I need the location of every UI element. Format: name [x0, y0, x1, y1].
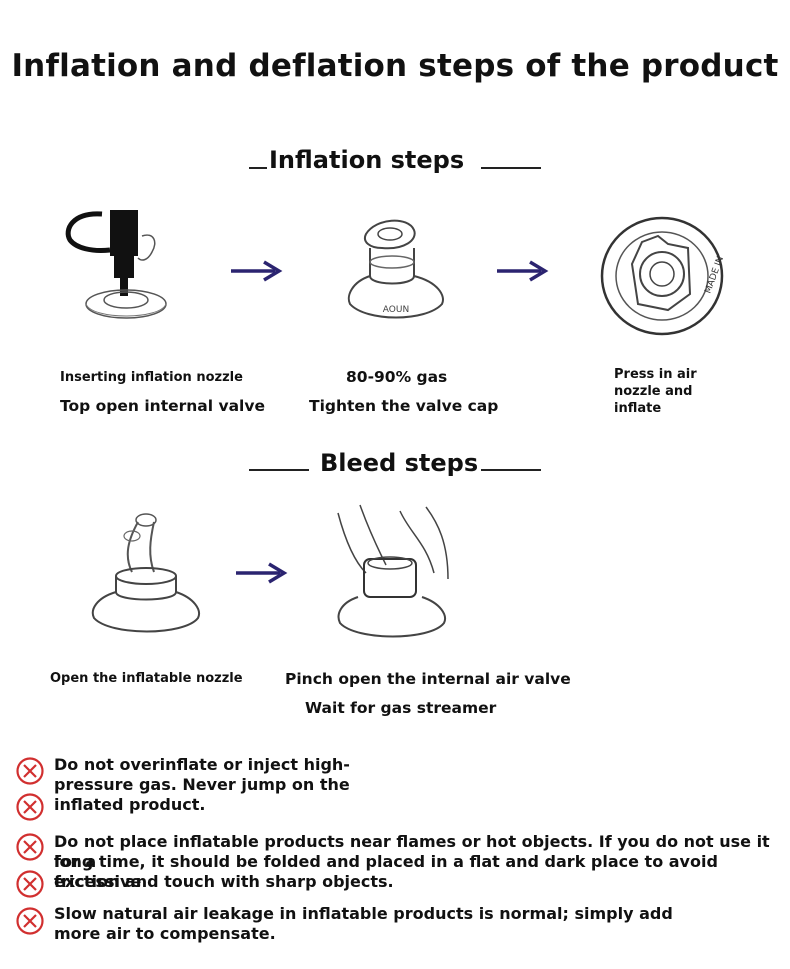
inflation-heading: Inflation steps — [269, 146, 465, 174]
warning-2-line2: long time, it should be folded and place… — [54, 852, 718, 891]
bleed-heading: Bleed steps — [320, 449, 479, 477]
arrow-right-icon — [236, 562, 288, 584]
inflation-step-3-line3: inflate — [614, 401, 662, 416]
inflation-step-3-line2: nozzle and — [614, 384, 693, 399]
prohibited-icon — [16, 757, 44, 785]
warning-2-line1: Do not place inflatable products near fl… — [54, 832, 770, 871]
inflation-nozzle-illustration — [65, 210, 167, 319]
inflation-step-2-line1: 80-90% gas — [346, 368, 448, 386]
arrow-right-icon — [497, 260, 549, 282]
prohibited-icon — [16, 833, 44, 861]
prohibited-icon — [16, 907, 44, 935]
valve-cap-illustration: AOUN — [347, 219, 444, 319]
heading-rule-left — [249, 167, 267, 169]
heading-rule-right — [481, 469, 541, 471]
bleed-step-1-line1: Open the inflatable nozzle — [50, 671, 243, 686]
warning-1-line2: pressure gas. Never jump on the — [54, 775, 350, 794]
heading-rule-left — [249, 469, 309, 471]
warning-3-line2: more air to compensate. — [54, 924, 276, 943]
valve-imprint-text: AOUN — [383, 305, 409, 315]
page-title: Inflation and deflation steps of the pro… — [11, 48, 779, 84]
arrow-right-icon — [231, 260, 283, 282]
inflation-step-1-line2: Top open internal valve — [60, 397, 265, 415]
warning-2-line3: friction and touch with sharp objects. — [54, 872, 394, 891]
warning-1-line1: Do not overinflate or inject high- — [54, 755, 350, 774]
open-nozzle-illustration — [91, 513, 200, 633]
inflation-step-1-line1: Inserting inflation nozzle — [60, 370, 243, 385]
bleed-step-2-line2: Wait for gas streamer — [305, 699, 497, 717]
warning-1-line3: inflated product. — [54, 795, 206, 814]
prohibited-icon — [16, 870, 44, 898]
inflation-step-3-line1: Press in air — [614, 367, 697, 382]
bleed-step-2-line1: Pinch open the internal air valve — [285, 670, 571, 688]
heading-rule-right — [481, 167, 541, 169]
warning-3-line1: Slow natural air leakage in inflatable p… — [54, 904, 673, 923]
inflation-step-2-line2: Tighten the valve cap — [309, 397, 499, 415]
pressed-valve-illustration: MADE IN — [600, 216, 726, 336]
prohibited-icon — [16, 793, 44, 821]
pinch-valve-illustration — [337, 504, 449, 638]
